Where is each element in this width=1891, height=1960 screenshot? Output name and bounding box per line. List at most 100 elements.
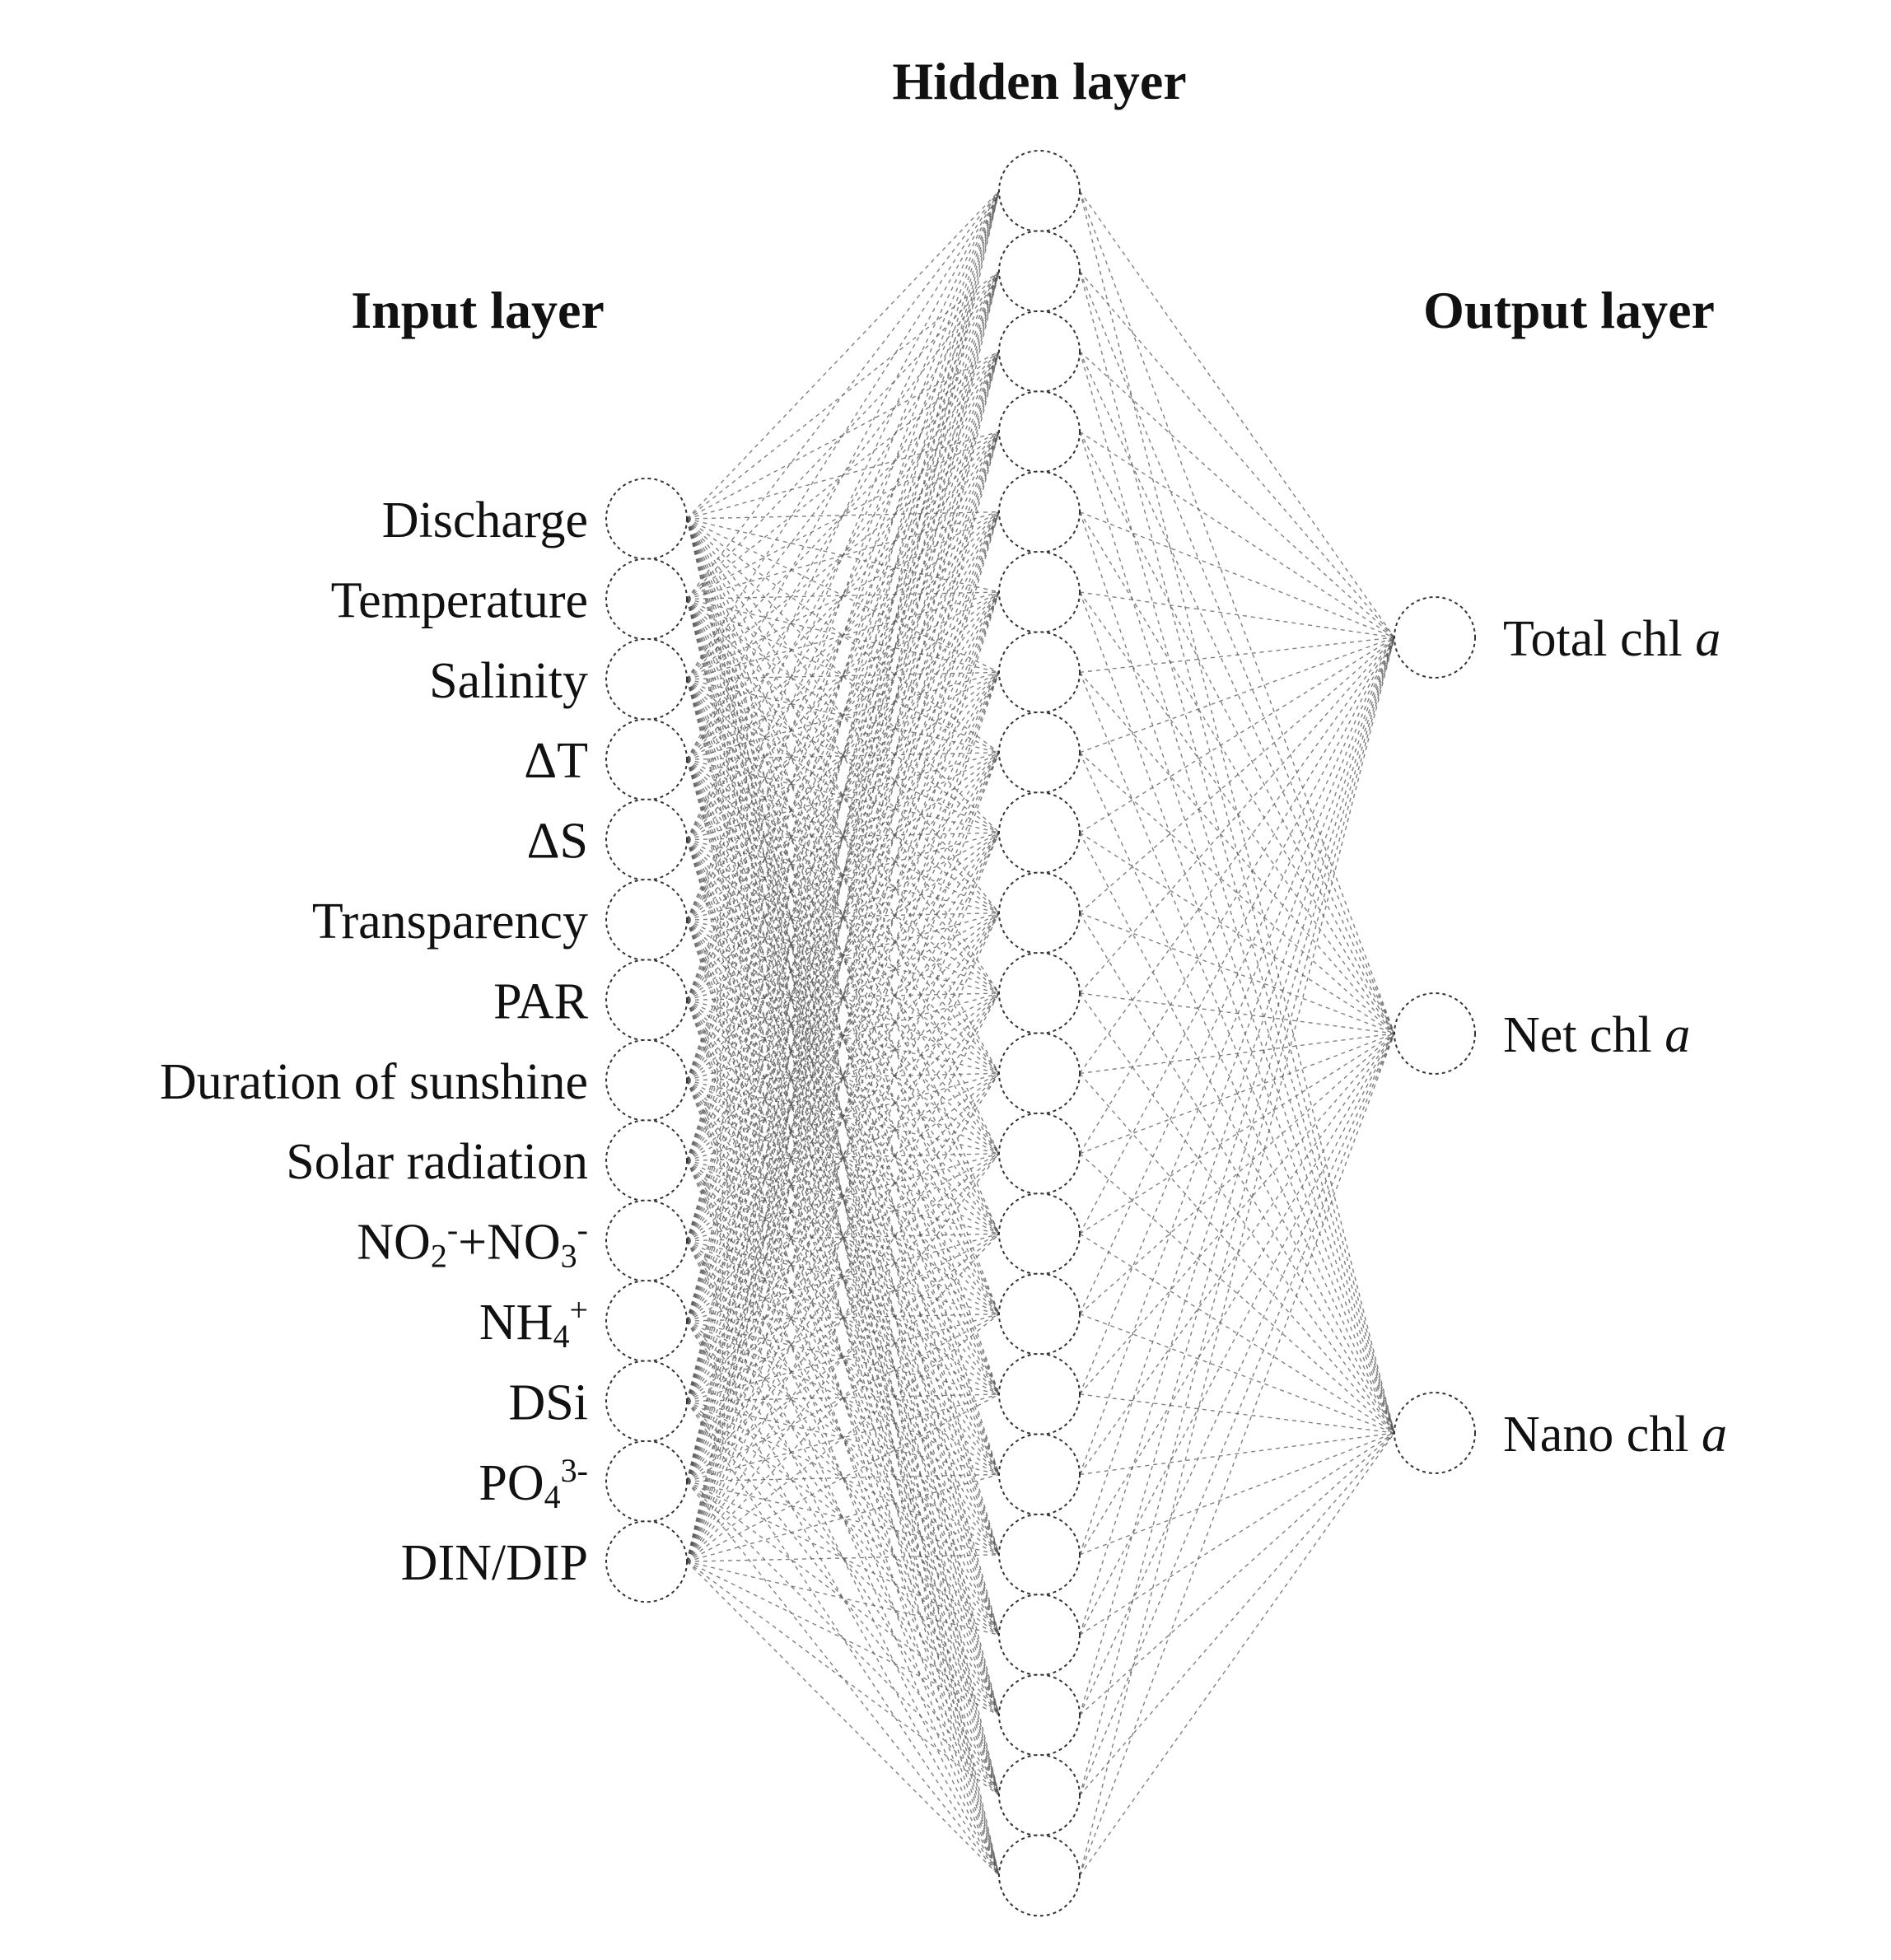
hidden-output-connection	[1079, 637, 1395, 1876]
input-hidden-connection	[686, 1233, 1000, 1242]
input-node-label: NH4+	[479, 1291, 588, 1355]
input-neuron	[605, 1440, 688, 1523]
hidden-output-connection	[1079, 832, 1395, 1034]
input-neuron	[605, 1199, 688, 1282]
input-hidden-connection	[686, 190, 1000, 1241]
input-neuron	[605, 718, 688, 801]
hidden-neuron	[998, 310, 1081, 393]
hidden-neuron	[998, 1513, 1081, 1596]
input-hidden-connection	[686, 992, 1000, 1482]
input-hidden-connection	[686, 832, 1000, 1562]
hidden-neuron	[998, 871, 1081, 954]
input-hidden-connection	[686, 190, 1000, 520]
input-hidden-connection	[686, 1153, 1000, 1322]
input-hidden-connection	[686, 351, 1000, 520]
neurons	[605, 150, 1476, 1917]
input-hidden-connection	[686, 1072, 1000, 1242]
input-node-label: DIN/DIP	[401, 1535, 588, 1591]
hidden-output-connection	[1079, 511, 1395, 1034]
input-hidden-connection	[686, 511, 1000, 520]
input-hidden-connection	[686, 511, 1000, 680]
input-neuron	[605, 1360, 688, 1443]
hidden-output-connection	[1079, 1033, 1395, 1395]
output-node-label: Nano chl a	[1503, 1407, 1727, 1463]
hidden-output-connection	[1079, 637, 1395, 1395]
input-hidden-connection	[686, 1153, 1000, 1161]
hidden-output-connection	[1079, 912, 1395, 1434]
hidden-neuron	[998, 711, 1081, 794]
hidden-output-connection	[1079, 671, 1395, 1034]
input-hidden-connection	[686, 1313, 1000, 1322]
hidden-neuron	[998, 1673, 1081, 1757]
input-hidden-connection	[686, 511, 1000, 1482]
hidden-neuron	[998, 1433, 1081, 1516]
output-node-label: Net chl a	[1503, 1007, 1690, 1063]
input-neuron	[605, 1520, 688, 1603]
hidden-output-connection	[1079, 1033, 1395, 1796]
hidden-neuron	[998, 390, 1081, 474]
hidden-output-connection	[1079, 1033, 1395, 1636]
input-hidden-connection	[686, 1153, 1000, 1562]
connection-lines	[686, 190, 1395, 1876]
hidden-output-connection	[1079, 752, 1395, 1434]
hidden-output-connection	[1079, 351, 1395, 638]
hidden-neuron	[998, 150, 1081, 232]
hidden-neuron	[998, 470, 1081, 553]
input-node-label: NO2-+NO3-	[357, 1211, 588, 1275]
input-hidden-connection	[686, 671, 1000, 680]
input-hidden-connection	[686, 1554, 1000, 1562]
hidden-output-connection	[1079, 637, 1395, 1636]
hidden-output-connection	[1079, 637, 1395, 1314]
input-hidden-connection	[686, 431, 1000, 600]
hidden-output-connection	[1079, 1432, 1395, 1796]
input-hidden-connection	[686, 1320, 1000, 1556]
input-hidden-connection	[686, 1481, 1000, 1716]
input-hidden-connection	[686, 1233, 1000, 1402]
output-neuron	[1394, 1392, 1476, 1474]
input-node-label: Duration of sunshine	[160, 1054, 588, 1110]
hidden-output-connection	[1079, 271, 1395, 1034]
hidden-output-connection	[1079, 351, 1395, 1434]
input-hidden-connection	[686, 432, 1000, 1562]
input-hidden-connection	[686, 190, 1000, 1402]
input-hidden-connection	[686, 1313, 1000, 1482]
hidden-output-connection	[1079, 431, 1395, 1034]
input-neuron	[605, 637, 688, 721]
input-hidden-connection	[686, 992, 1000, 1001]
input-hidden-connection	[686, 1561, 1000, 1716]
hidden-output-connection	[1079, 1033, 1395, 1876]
hidden-neuron	[998, 1112, 1081, 1195]
input-hidden-connection	[686, 832, 1000, 841]
input-hidden-connection	[686, 1320, 1000, 1876]
hidden-output-connection	[1079, 1432, 1395, 1716]
hidden-output-connection	[1079, 431, 1395, 638]
hidden-output-connection	[1079, 1033, 1395, 1075]
input-hidden-connection	[686, 271, 1000, 1322]
hidden-output-connection	[1079, 637, 1395, 1475]
hidden-output-connection	[1079, 672, 1395, 1434]
input-hidden-connection	[686, 351, 1000, 1482]
hidden-output-connection	[1079, 1033, 1395, 1155]
output-neuron	[1394, 992, 1476, 1075]
hidden-output-connection	[1079, 1432, 1395, 1476]
input-hidden-connection	[686, 351, 1000, 840]
hidden-output-connection	[1079, 637, 1395, 674]
input-hidden-connection	[686, 1481, 1000, 1556]
input-hidden-connection	[686, 1240, 1000, 1796]
hidden-output-connection	[1079, 1432, 1395, 1556]
input-hidden-connection	[686, 591, 1000, 600]
hidden-output-connection	[1079, 591, 1395, 1434]
hidden-neuron	[998, 952, 1081, 1034]
input-neuron	[605, 959, 688, 1042]
hidden-output-connection	[1079, 1072, 1395, 1434]
hidden-output-connection	[1079, 190, 1395, 638]
hidden-output-connection	[1079, 511, 1395, 1434]
input-node-label: Temperature	[331, 572, 588, 628]
hidden-output-connection	[1079, 1313, 1395, 1434]
input-hidden-connection	[686, 1240, 1000, 1475]
input-hidden-connection	[686, 1393, 1000, 1562]
hidden-output-connection	[1079, 431, 1395, 1434]
input-hidden-connection	[686, 190, 1000, 1482]
hidden-output-connection	[1079, 1432, 1395, 1876]
hidden-neuron	[998, 230, 1081, 313]
